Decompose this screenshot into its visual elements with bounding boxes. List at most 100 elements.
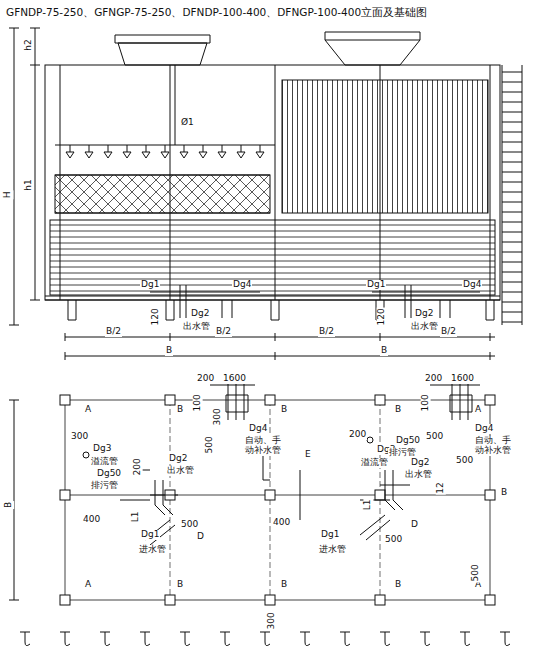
dimension-label: Dg1 <box>366 280 386 290</box>
dimension-label: B/2 <box>440 327 457 337</box>
dimension-label: Dg1 <box>140 530 160 540</box>
dimension-label: B <box>280 580 288 590</box>
dimension-label: 自动、手动补水管 <box>474 436 518 456</box>
ladder-rung <box>502 132 522 133</box>
dimension-label: Dg1 <box>320 530 340 540</box>
dimension-label: H <box>3 191 13 200</box>
dimension-label: B <box>500 488 508 498</box>
column-footing <box>485 395 495 405</box>
spray-nozzle <box>218 145 226 158</box>
column-footing <box>485 490 495 500</box>
dimension-label: 500 <box>425 432 444 442</box>
spray-nozzle <box>66 145 74 158</box>
ladder-rung <box>502 162 522 163</box>
dimension-label: B <box>176 405 184 415</box>
anchor-bolt <box>180 632 190 646</box>
ladder-rung <box>502 82 522 83</box>
column-footing <box>60 595 70 605</box>
dimension-label: A <box>474 405 482 415</box>
dimension-label: A <box>84 405 92 415</box>
dimension-label: 出水管 <box>182 322 211 332</box>
dimension-label: 300 <box>267 611 277 630</box>
ladder-rung <box>502 232 522 233</box>
dimension-label: 排污管 <box>90 481 119 491</box>
dimension-label: Dg3 <box>92 444 112 454</box>
anchor-bolt <box>300 632 310 646</box>
dimension-label: 100 <box>193 393 203 412</box>
ladder-rung <box>502 242 522 243</box>
dimension-label: Dg4 <box>232 280 252 290</box>
dimension-label: 200 <box>424 374 443 384</box>
dimension-label: 500 <box>471 563 481 582</box>
ladder-rung <box>502 152 522 153</box>
dimension-label: 200 <box>348 430 367 440</box>
dimension-label: D <box>196 532 205 542</box>
ladder-rung <box>502 302 522 303</box>
ladder-rung <box>502 252 522 253</box>
dimension-label: 500 <box>455 456 474 466</box>
anchor-bolt <box>340 632 350 646</box>
dimension-label: 400 <box>272 518 291 528</box>
dimension-label: 溢流管 <box>90 457 119 467</box>
spray-nozzle <box>199 145 207 158</box>
ladder-rung <box>502 72 522 73</box>
ladder-rung <box>502 312 522 313</box>
dimension-label: Dg2 <box>414 309 434 319</box>
dimension-label: 12 <box>436 481 446 494</box>
ladder-rung <box>502 322 522 323</box>
dimension-label: B <box>176 580 184 590</box>
spray-nozzle <box>237 145 245 158</box>
anchor-bolt <box>20 632 30 646</box>
ladder-rung <box>502 102 522 103</box>
dimension-label: D <box>410 520 419 530</box>
dimension-label: 200 <box>196 374 215 384</box>
dimension-label: h1 <box>24 178 34 191</box>
spray-nozzle <box>142 145 150 158</box>
dimension-label: 120 <box>377 307 387 326</box>
dimension-label: B <box>394 405 402 415</box>
dimension-label: 出水管 <box>410 322 439 332</box>
ladder-rung <box>502 292 522 293</box>
ladder-rung <box>502 202 522 203</box>
dimension-label: A <box>84 580 92 590</box>
dimension-label: L1 <box>131 511 141 524</box>
dimension-label: 100 <box>421 393 431 412</box>
dimension-label: B <box>165 346 173 356</box>
column-footing <box>60 395 70 405</box>
spray-nozzle <box>85 145 93 158</box>
dimension-label: Dg50 <box>395 436 421 446</box>
spray-nozzle <box>180 145 188 158</box>
anchor-bolt <box>420 632 430 646</box>
ladder-rung <box>502 122 522 123</box>
dimension-label: Dg2 <box>410 458 430 468</box>
dimension-label: 进水管 <box>318 545 347 555</box>
column-footing <box>165 595 175 605</box>
column-footing <box>265 595 275 605</box>
dimension-label: 300 <box>213 407 223 426</box>
ladder-rung <box>502 262 522 263</box>
column-footing <box>375 395 385 405</box>
column-footing <box>375 595 385 605</box>
drawing-title: GFNDP-75-250、GFNGP-75-250、DFNDP-100-400、… <box>6 6 427 20</box>
ladder-rung <box>502 272 522 273</box>
column-footing <box>265 395 275 405</box>
anchor-bolt <box>460 632 470 646</box>
ladder-rung <box>502 282 522 283</box>
dimension-label: 出水管 <box>166 466 195 476</box>
dimension-label: 300 <box>70 432 89 442</box>
dimension-label: 自动、手动补水管 <box>244 436 288 456</box>
ladder-rung <box>502 222 522 223</box>
spray-nozzle <box>256 145 264 158</box>
dimension-label: 排污管 <box>388 448 417 458</box>
anchor-bolt <box>500 632 510 646</box>
dimension-label: 400 <box>82 515 101 525</box>
ladder-rung <box>502 212 522 213</box>
spray-nozzle <box>161 145 169 158</box>
column-footing <box>60 490 70 500</box>
ladder-rung <box>502 182 522 183</box>
dimension-label: Dg4 <box>248 424 268 434</box>
dimension-label: Dg2 <box>190 309 210 319</box>
column-footing <box>165 395 175 405</box>
dimension-label: B <box>280 405 288 415</box>
